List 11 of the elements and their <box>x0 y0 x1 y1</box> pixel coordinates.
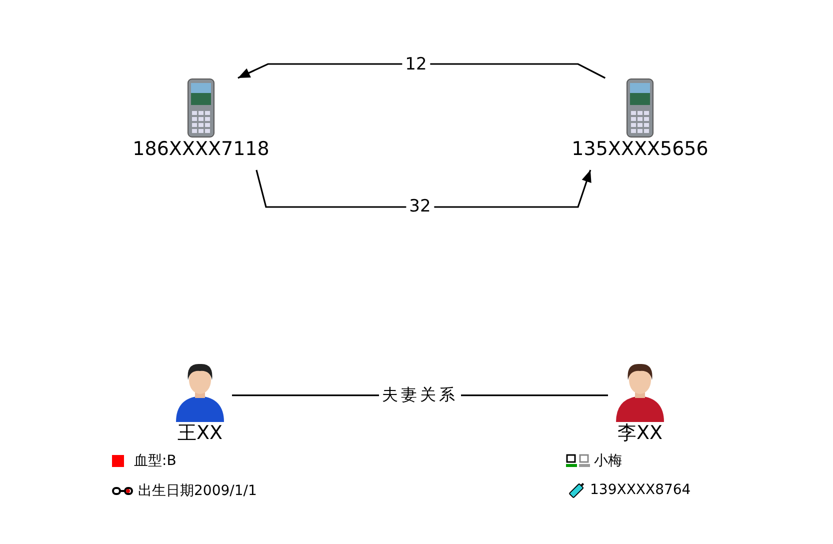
attribute-text: 血型:B <box>134 452 176 470</box>
edge-label: 夫妻关系 <box>379 386 461 404</box>
attribute-text: 出生日期2009/1/1 <box>138 482 257 500</box>
node-label: 186XXXX7118 <box>132 138 270 161</box>
attribute-text: 小梅 <box>594 452 622 470</box>
attribute-text: 139XXXX8764 <box>590 482 691 498</box>
arrow <box>238 63 606 79</box>
node-label: 王XX <box>177 422 223 445</box>
node-label: 李XX <box>617 422 663 445</box>
arrow <box>256 170 592 208</box>
node-label: 135XXXX5656 <box>572 138 708 161</box>
